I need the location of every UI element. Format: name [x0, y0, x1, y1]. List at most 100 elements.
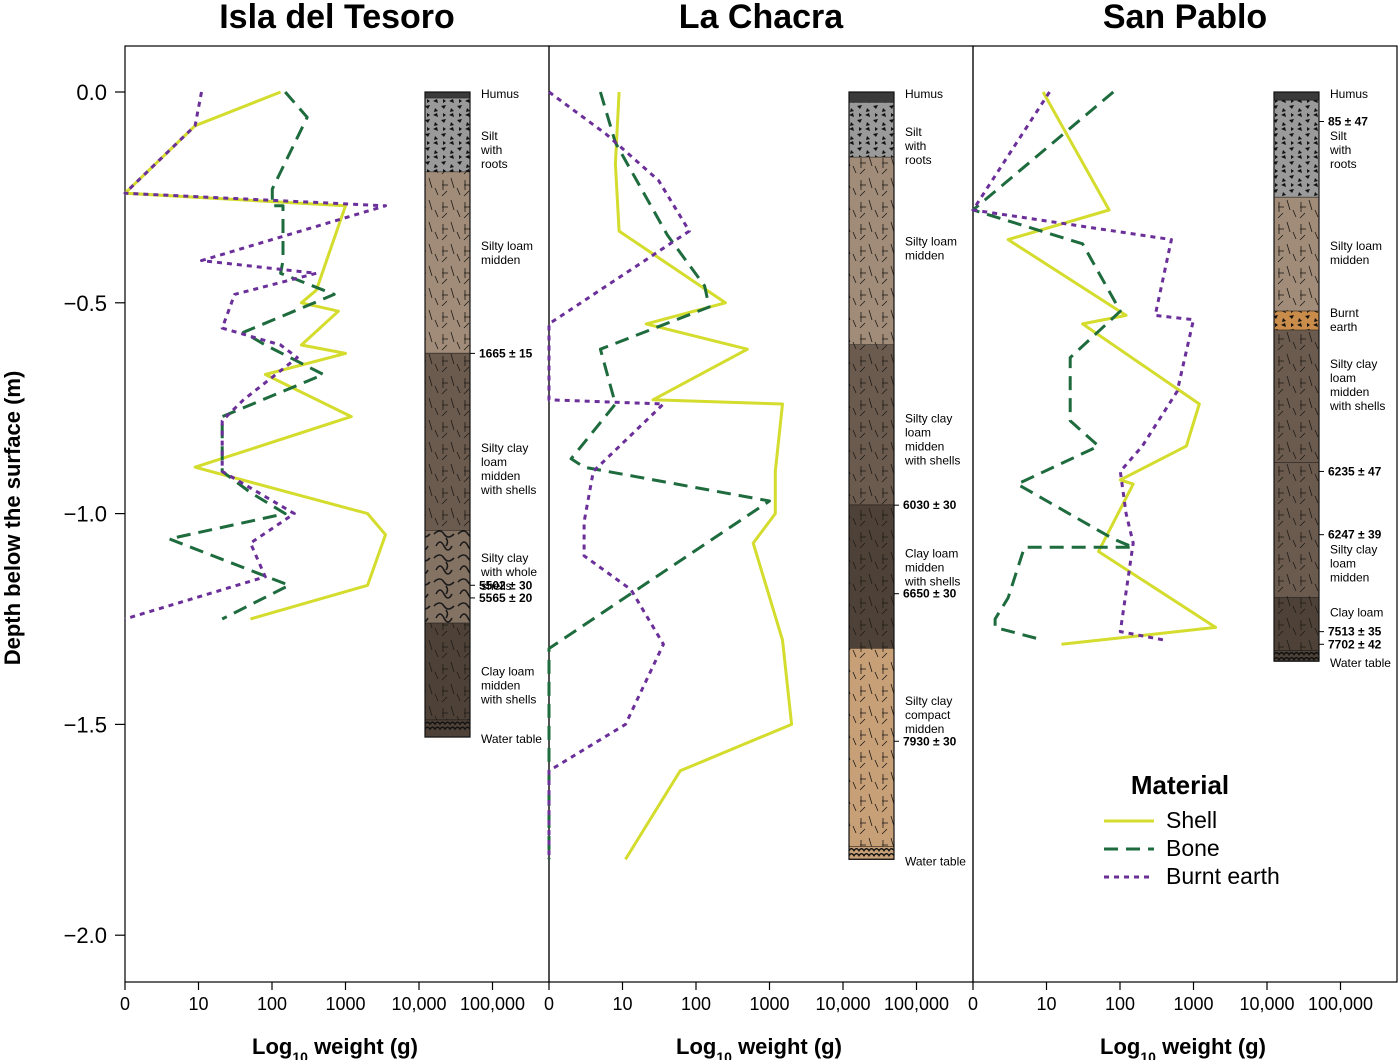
stratum-hatch [1274, 100, 1319, 198]
stratum-hatch [425, 530, 470, 624]
date-label: 6247 ± 39 [1328, 528, 1382, 542]
series-burnt-earth-line [547, 90, 691, 860]
stratum-hatch [849, 102, 894, 158]
x-tick-label: 10 [1036, 994, 1056, 1014]
stratum-hatch [425, 172, 470, 354]
y-axis-title: Depth below the surface (m) [0, 371, 25, 666]
stratum [849, 92, 894, 103]
stratum-hatch [425, 98, 470, 173]
stratum [1274, 92, 1319, 101]
series-burnt-earth-line [123, 91, 387, 621]
series-bone-line [167, 91, 336, 621]
legend-title: Material [1131, 770, 1229, 800]
stratum-label: Water table [905, 854, 966, 868]
x-tick-label: 100,000 [460, 994, 525, 1014]
stratum-hatch [849, 505, 894, 649]
date-label: 6030 ± 30 [903, 498, 957, 512]
panel-title: Isla del Tesoro [219, 0, 455, 36]
panel-2: San Pablo 0 10 100 1000 10,000 100,000 HumusSil… [968, 0, 1398, 1014]
legend-label: Bone [1166, 835, 1220, 861]
series-shell-line [613, 91, 794, 861]
stratum-label: Humus [481, 87, 519, 101]
x-axis-titles: Log10 weight (g)Log10 weight (g)Log10 we… [252, 1034, 1266, 1060]
stratum-hatch [1274, 311, 1319, 331]
stratum [425, 92, 470, 99]
stratum-hatch [849, 157, 894, 345]
date-label: 6650 ± 30 [903, 587, 957, 601]
date-label: 7513 ± 35 [1328, 625, 1382, 639]
stratum [425, 720, 470, 738]
x-tick-label: 10 [612, 994, 632, 1014]
panel-title: San Pablo [1103, 0, 1267, 36]
y-tick-label: −0.5 [64, 291, 107, 316]
stratum-hatch [425, 353, 470, 531]
series-shell-line [1006, 91, 1218, 646]
stratum-hatch [1274, 463, 1319, 598]
date-label: 7702 ± 42 [1328, 637, 1382, 651]
date-label: 1665 ± 15 [479, 346, 533, 360]
x-tick-label: 1000 [325, 994, 365, 1014]
x-tick-label: 100 [681, 994, 711, 1014]
x-tick-label: 100 [257, 994, 287, 1014]
strat-column-frame [848, 91, 895, 860]
y-tick-label: −2.0 [64, 923, 107, 948]
stratum-label: Water table [481, 732, 542, 746]
water-table-waves [848, 847, 895, 857]
x-tick-label: 1000 [1173, 994, 1213, 1014]
x-tick-label: 100 [1105, 994, 1135, 1014]
date-label: 6235 ± 47 [1328, 464, 1382, 478]
x-axis-title: Log10 weight (g) [1100, 1034, 1266, 1060]
x-tick-label: 100,000 [884, 994, 949, 1014]
x-tick-label: 0 [544, 994, 554, 1014]
panel-frame [972, 45, 1398, 983]
legend-label: Burnt earth [1166, 863, 1280, 889]
stratum-label: Humus [1330, 87, 1368, 101]
date-label: 5502 ± 30 [479, 578, 533, 592]
panel-title: La Chacra [679, 0, 844, 36]
stratum-hatch [849, 648, 894, 847]
stratum-hatch [1274, 330, 1319, 464]
x-tick-label: 100,000 [1308, 994, 1373, 1014]
x-tick-label: 0 [120, 994, 130, 1014]
stratum-label: Humus [905, 87, 943, 101]
date-label: 7930 ± 30 [903, 734, 957, 748]
x-tick-label: 10,000 [1239, 994, 1294, 1014]
stratum-label: Water table [1330, 656, 1391, 670]
x-tick-label: 0 [968, 994, 978, 1014]
panel-frame [548, 45, 974, 983]
x-tick-label: 10,000 [391, 994, 446, 1014]
strat-column-frame [1273, 91, 1320, 662]
x-tick-label: 10 [188, 994, 208, 1014]
x-axis-title: Log10 weight (g) [676, 1034, 842, 1060]
date-label: 5565 ± 20 [479, 591, 533, 605]
strat-column-frame [424, 91, 471, 738]
y-tick-label: 0.0 [76, 80, 107, 105]
stratum-label: Clay loam [1330, 606, 1383, 620]
y-tick-label: −1.5 [64, 712, 107, 737]
series-burnt-earth-line [971, 91, 1195, 642]
series-bone-line [547, 91, 771, 860]
stratum-hatch [849, 344, 894, 506]
